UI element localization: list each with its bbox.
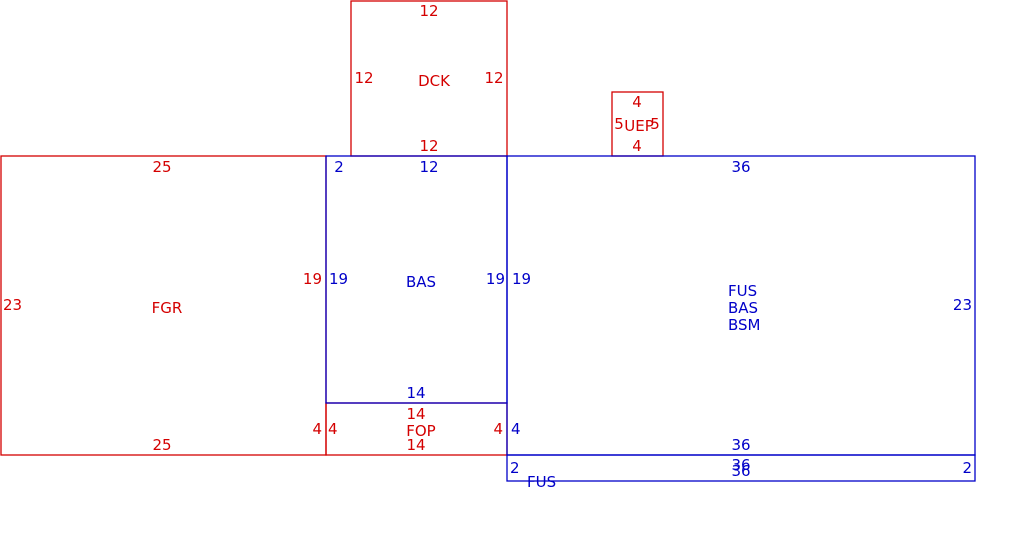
shape-dck: 12 12 12 12 DCK [350, 0, 508, 157]
dck-dim-bottom: 12 [419, 137, 438, 155]
bas-dim-left: 19 [329, 270, 348, 288]
fop-dim-bottom: 14 [406, 436, 425, 454]
fop-dim-left: 4 [328, 420, 338, 438]
bas-area-label: BAS [406, 273, 436, 291]
shape-main: 36 19 4 23 36 FUS BAS BSM [506, 155, 976, 456]
shape-strip: 36 36 2 2 FUS [506, 454, 976, 491]
dck-dim-top: 12 [419, 2, 438, 20]
main-dim-left-lower: 4 [511, 420, 521, 438]
strip-dim-top: 36 [731, 456, 750, 474]
main-dim-bottom: 36 [731, 436, 750, 454]
shape-fop: 14 4 4 14 FOP [325, 402, 508, 456]
bas-dim-top: 12 [419, 158, 438, 176]
fgr-dim-bottom: 25 [152, 436, 171, 454]
strip-dim-right: 2 [962, 459, 972, 477]
uep-dim-left: 5 [614, 115, 624, 133]
main-area-label-3: BSM [728, 316, 761, 334]
main-dim-right: 23 [953, 296, 972, 314]
uep-dim-right: 5 [650, 115, 660, 133]
uep-area-label: UEP [624, 117, 654, 135]
shape-bas: 2 12 19 19 14 BAS [325, 155, 508, 404]
fop-area-label: FOP [406, 422, 435, 440]
fgr-dim-right-lower: 4 [312, 420, 322, 438]
fop-dim-right: 4 [493, 420, 503, 438]
strip-outline [506, 454, 976, 482]
main-dim-top: 36 [731, 158, 750, 176]
uep-dim-bottom: 4 [632, 137, 642, 155]
strip-dim-bottom: 36 [731, 462, 750, 480]
bas-dim-bottom: 14 [406, 384, 425, 402]
bas-dim-right: 19 [486, 270, 505, 288]
strip-dim-left: 2 [510, 459, 520, 477]
shape-uep: 4 5 5 4 UEP [611, 91, 664, 157]
fgr-area-label: FGR [152, 299, 183, 317]
fgr-dim-top: 25 [152, 158, 171, 176]
fop-dim-top: 14 [406, 405, 425, 423]
bas-dim-corner: 2 [334, 158, 344, 176]
fgr-dim-left: 23 [3, 296, 22, 314]
main-dim-left: 19 [512, 270, 531, 288]
uep-dim-top: 4 [632, 93, 642, 111]
strip-area-label: FUS [527, 473, 556, 491]
dck-dim-right: 12 [484, 69, 503, 87]
main-area-label-1: FUS [728, 282, 757, 300]
main-area-label-2: BAS [728, 299, 758, 317]
dck-area-label: DCK [418, 72, 451, 90]
fgr-dim-right: 19 [303, 270, 322, 288]
shape-fgr: 25 23 19 4 25 FGR [0, 155, 327, 456]
dck-dim-left: 12 [354, 69, 373, 87]
